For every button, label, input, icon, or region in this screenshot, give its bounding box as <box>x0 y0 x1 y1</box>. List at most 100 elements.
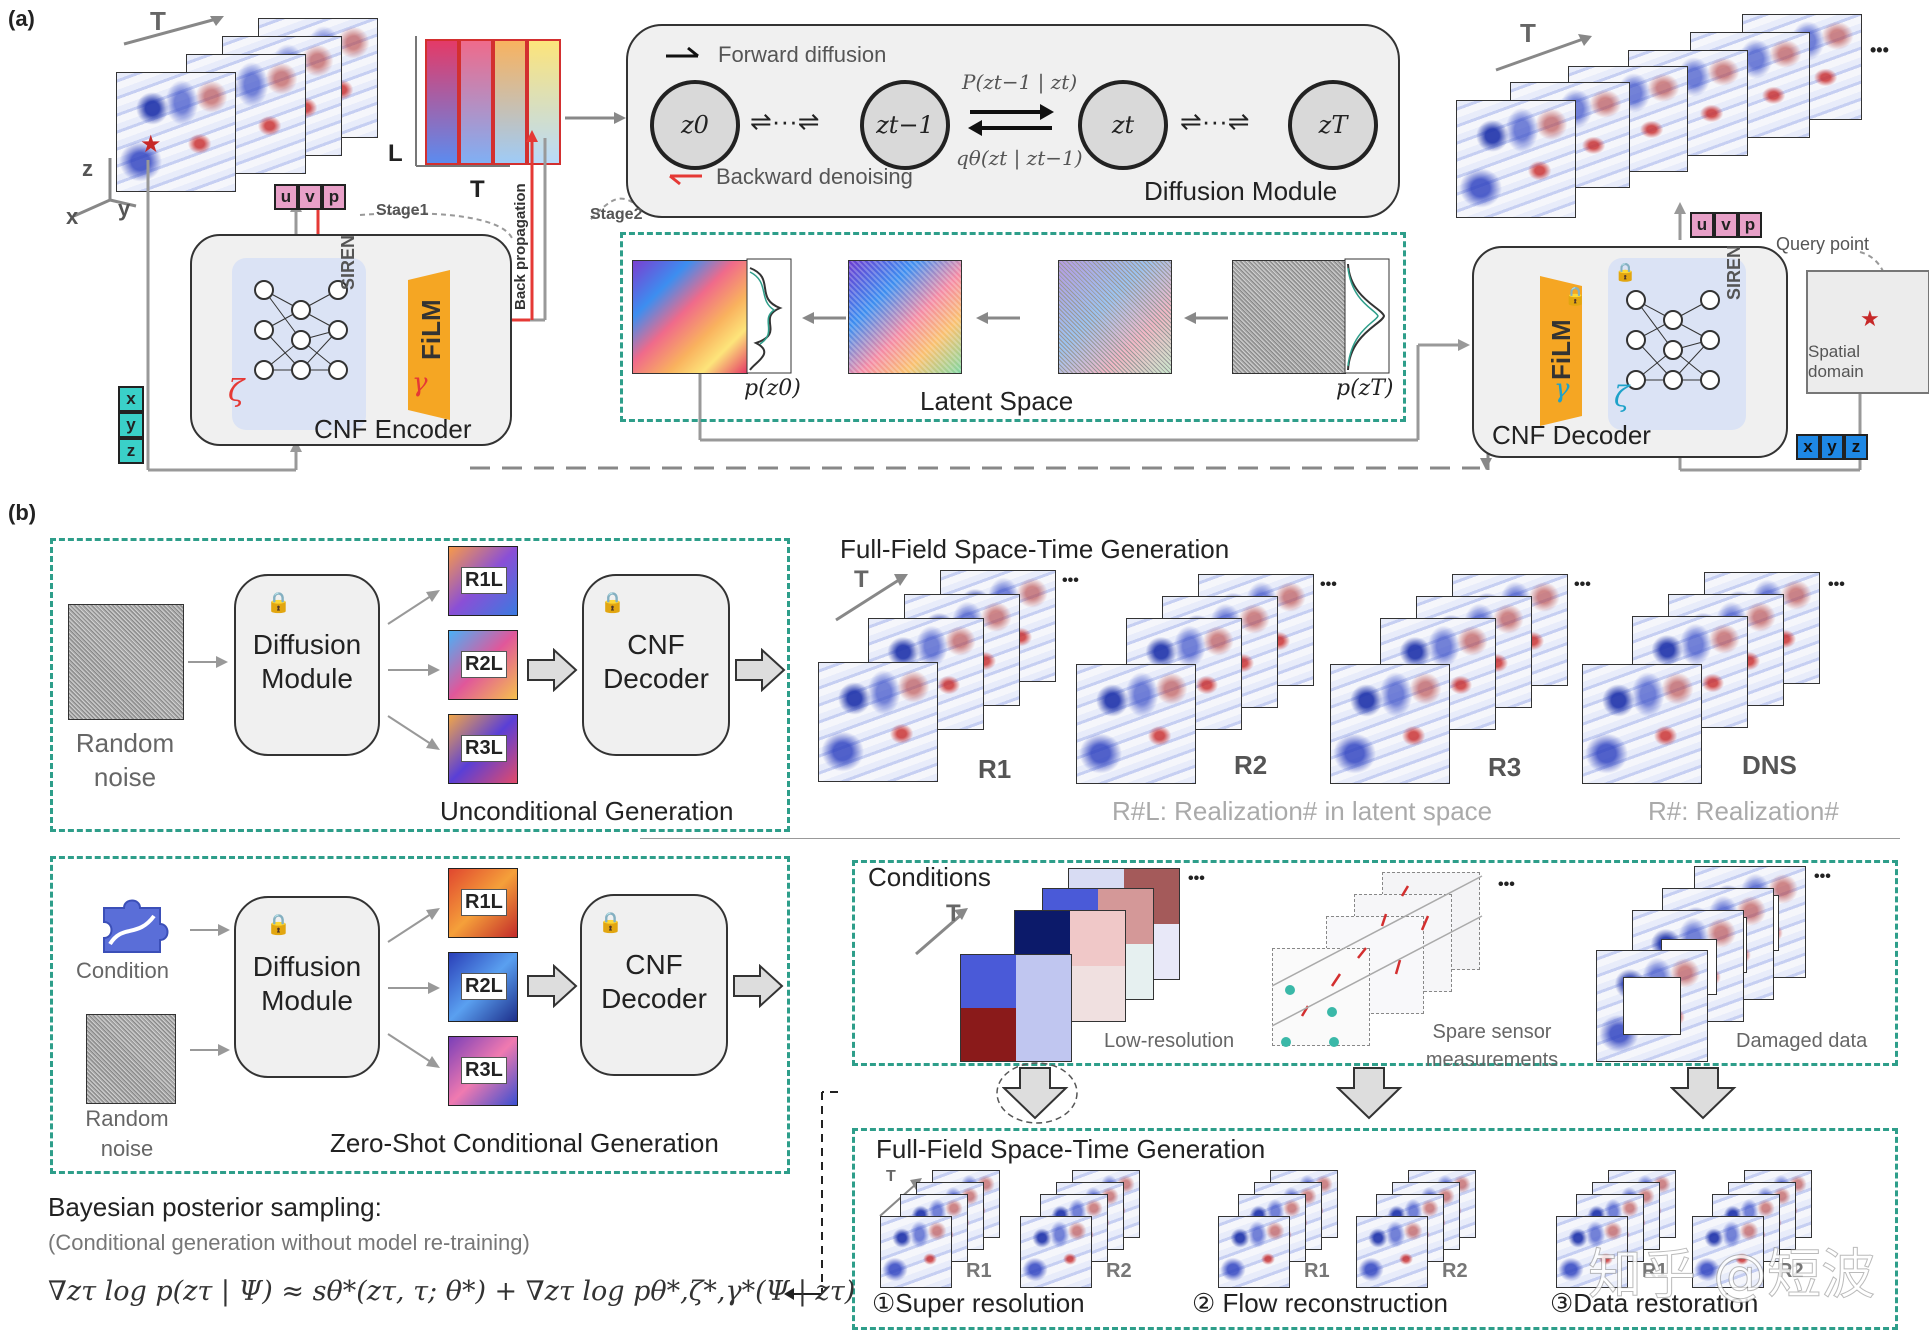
condition-puzzle-icon <box>103 899 169 953</box>
back-propagation-label: Back propagation <box>512 183 529 310</box>
latent-L-label: L <box>388 140 403 167</box>
conditional-box <box>50 856 790 1174</box>
latent-image-mid1 <box>848 260 962 374</box>
encoder-label: CNF Encoder <box>314 414 472 444</box>
latent-image-mid2 <box>1058 260 1172 374</box>
decoder-film-block <box>1540 276 1582 426</box>
cond-cnf-decoder: 🔒 CNF Decoder <box>580 894 728 1076</box>
encoder-siren-label: SIREN <box>338 234 358 290</box>
uncond-cnf-label: CNF Decoder <box>603 629 709 694</box>
stack-R2: ••• R2 <box>1076 574 1337 794</box>
stack-R2-label: R2 <box>1234 750 1268 780</box>
tag-y: y <box>1820 434 1844 460</box>
tag-y: y <box>118 412 144 438</box>
tag-v: v <box>1714 212 1738 238</box>
down-arrow-2 <box>1336 1067 1403 1120</box>
panel-a-connectors <box>146 112 1888 472</box>
uncond-diffusion-label: Diffusion Module <box>252 629 362 694</box>
uncond-diffusion-module: 🔒 Diffusion Module <box>234 574 380 756</box>
damaged-data-stack: ••• <box>1596 866 1846 1062</box>
axis-x-label: x <box>66 204 79 229</box>
lock-icon: 🔒 <box>598 912 623 934</box>
latent-arrow-2 <box>976 312 1020 324</box>
panel-a-label: (a) <box>8 6 35 31</box>
fullfield-bottom-T: T <box>886 1168 896 1185</box>
bayes-title: Bayesian posterior sampling: <box>48 1192 382 1222</box>
lock-icon: 🔒 <box>600 592 625 614</box>
sparse-sensor-label: Spare sensor measurements <box>1425 1021 1559 1071</box>
forward-probability: P(zt−1 | zt) <box>962 70 1078 94</box>
uncond-realization-3: R3L <box>448 714 518 784</box>
forward-diffusion-label: Forward diffusion <box>718 42 887 67</box>
input-frame-1 <box>116 72 236 192</box>
spatial-query-star-icon: ★ <box>1860 306 1880 331</box>
query-point-label: Query point <box>1776 234 1870 254</box>
density-zT <box>1344 258 1390 374</box>
section-divider <box>640 838 1900 839</box>
state-zt: zt <box>1078 80 1168 170</box>
stack-DNS-label: DNS <box>1742 750 1797 780</box>
conditions-time-arrow <box>915 908 968 956</box>
uncond-fanout-arrows <box>387 590 440 750</box>
encoder-film-label: FiLM <box>416 299 446 360</box>
r1l-label: R1L <box>461 889 507 916</box>
tag-u: u <box>1690 212 1714 238</box>
mini-stack-1: R1 <box>880 1170 1010 1290</box>
mini-stack-5: R1 <box>1556 1170 1686 1290</box>
stage2-label: Stage2 <box>590 206 643 223</box>
unconditional-box <box>50 538 790 832</box>
uncond-arrow-1 <box>188 656 228 668</box>
equilibrium-right: ⇌···⇌ <box>1180 106 1250 136</box>
r1l-label: R1L <box>461 567 507 594</box>
output-ellipsis: ••• <box>1870 40 1889 60</box>
r2l-label: R2L <box>461 973 507 1000</box>
spatial-domain-box <box>1806 270 1929 394</box>
backward-denoising-icon <box>669 174 702 186</box>
mini-stack-2-label: R2 <box>1106 1260 1132 1282</box>
task-super-resolution: ①Super resolution <box>872 1288 1085 1318</box>
xyz-tag-encoder: x y z <box>118 386 144 464</box>
conditions-title: Conditions <box>868 862 991 892</box>
tag-p: p <box>322 184 346 210</box>
decoder-network-icon <box>1626 290 1720 390</box>
xyz-tag-decoder: x y z <box>1796 434 1868 460</box>
state-zT: zT <box>1288 80 1378 170</box>
spatial-domain-label: Spatial domain <box>1808 342 1864 381</box>
cond-title: Zero-Shot Conditional Generation <box>330 1128 719 1158</box>
time-axis-arrow <box>123 16 224 46</box>
latent-arrow-1 <box>802 312 846 324</box>
condition-label: Condition <box>76 958 169 983</box>
encoder-gamma-symbol: γ <box>412 368 428 398</box>
uncond-noise-image <box>68 604 184 720</box>
equilibrium-left: ⇌···⇌ <box>750 106 820 136</box>
mini-stack-5-label: R1 <box>1642 1260 1668 1282</box>
cond-realization-2: R2L <box>448 952 518 1022</box>
down-arrow-1-circle <box>996 1062 1078 1124</box>
lock-icon: 🔒 <box>266 914 291 936</box>
mini-stack-1-label: R1 <box>966 1260 992 1282</box>
stage1-label: Stage1 <box>376 202 429 219</box>
down-arrow-1 <box>1002 1067 1069 1120</box>
backward-denoising-label: Backward denoising <box>716 164 913 189</box>
down-arrow-3 <box>1670 1067 1737 1120</box>
encoder-film-block <box>408 270 450 420</box>
state-zt-1: zt−1 <box>860 80 950 170</box>
panel-b-label: (b) <box>8 500 37 525</box>
uvp-tag-decoder: u v p <box>1690 212 1762 238</box>
diffusion-module-box <box>626 24 1400 218</box>
task-flow-reconstruction: ② Flow reconstruction <box>1192 1288 1448 1318</box>
note-realization: R#: Realization# <box>1648 796 1839 826</box>
density-z0 <box>746 258 792 374</box>
task-data-restoration: ③Data restoration <box>1550 1288 1759 1318</box>
query-star-icon: ★ <box>140 131 162 158</box>
latent-arrow-3 <box>1184 312 1228 324</box>
time-axis-label: T <box>150 6 166 36</box>
uncond-title: Unconditional Generation <box>440 796 734 826</box>
conditions-box <box>852 860 1898 1066</box>
uncond-noise-label: Random noise <box>75 728 175 792</box>
output-time-label: T <box>1520 18 1536 48</box>
output-time-arrow <box>1495 34 1592 72</box>
decoder-film-label: FiLM <box>1546 319 1576 380</box>
conditions-T: T <box>946 900 961 927</box>
backward-probability: qθ(zt | zt−1) <box>956 146 1083 170</box>
